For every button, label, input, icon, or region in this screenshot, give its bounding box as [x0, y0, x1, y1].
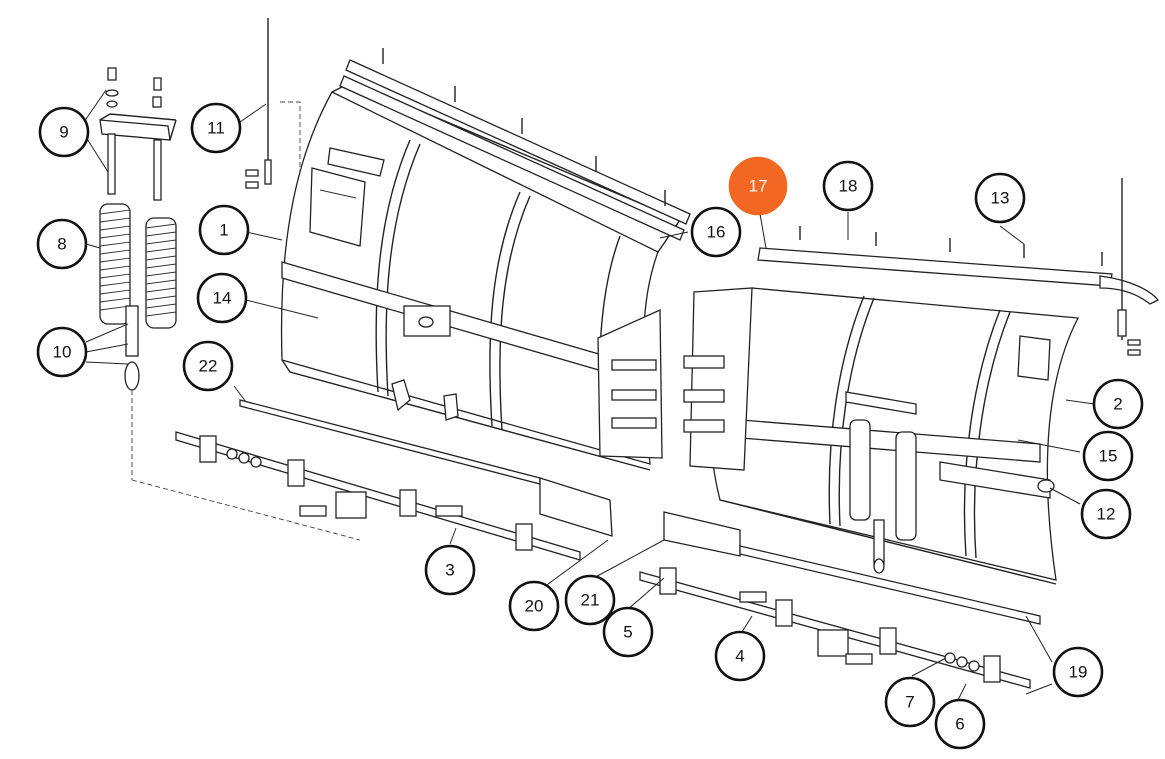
callout-6-label: 6: [955, 715, 964, 734]
callout-20-label: 20: [525, 597, 544, 616]
callout-14-label: 14: [213, 289, 232, 308]
callout-17: 17: [728, 156, 788, 216]
left-spring: [99, 203, 131, 325]
callout-12: 12: [1080, 488, 1132, 540]
callout-9-label: 9: [59, 123, 68, 142]
callout-11-label: 11: [207, 119, 225, 138]
callout-1-label: 1: [219, 221, 228, 240]
right-moldboard: [683, 287, 1080, 585]
callout-1: 1: [198, 204, 250, 256]
callout-8-label: 8: [57, 235, 66, 254]
leader-lines: [83, 89, 1095, 701]
callout-15: 15: [1082, 430, 1134, 482]
callout-5-label: 5: [623, 623, 632, 642]
callout-8: 8: [36, 218, 88, 270]
callout-18-label: 18: [839, 177, 858, 196]
callout-16-label: 16: [707, 223, 726, 242]
callout-3: 3: [424, 544, 476, 596]
callout-22: 22: [182, 340, 234, 392]
callout-15-label: 15: [1099, 447, 1118, 466]
callout-4-label: 4: [735, 647, 744, 666]
callout-13-label: 13: [991, 189, 1010, 208]
callout-9: 9: [38, 106, 90, 158]
top-edge-strips-left: [339, 48, 691, 241]
left-moldboard: [280, 81, 682, 471]
callout-5: 5: [602, 606, 654, 658]
callout-2-label: 2: [1113, 395, 1122, 414]
top-edge-strip-right: [757, 226, 1160, 305]
callout-13: 13: [974, 172, 1026, 224]
callout-6: 6: [934, 698, 986, 750]
callout-17-label: 17: [749, 177, 768, 196]
callout-10: 10: [36, 326, 88, 378]
callout-4: 4: [714, 630, 766, 682]
callout-12-label: 12: [1097, 505, 1116, 524]
callout-20: 20: [508, 580, 560, 632]
callout-21-label: 21: [581, 591, 600, 610]
callout-19-label: 19: [1069, 663, 1088, 682]
callout-2: 2: [1092, 378, 1144, 430]
spring-assembly-parts: [99, 67, 177, 480]
left-hinge-assembly: [131, 399, 613, 561]
callout-11: 11: [190, 102, 242, 154]
callout-16: 16: [690, 206, 742, 258]
callout-19: 19: [1052, 646, 1104, 698]
callout-14: 14: [196, 272, 248, 324]
callout-21: 21: [564, 574, 616, 626]
right-spring: [145, 217, 177, 329]
callout-10-label: 10: [53, 343, 72, 362]
callout-7: 7: [884, 676, 936, 728]
lift-chain-rod: [245, 18, 301, 189]
callout-18: 18: [822, 160, 874, 212]
callout-22-label: 22: [199, 357, 218, 376]
callout-3-label: 3: [445, 561, 454, 580]
right-hinge-assembly: [639, 511, 1041, 689]
right-lift-rod: [1117, 178, 1141, 356]
callout-7-label: 7: [905, 693, 914, 712]
